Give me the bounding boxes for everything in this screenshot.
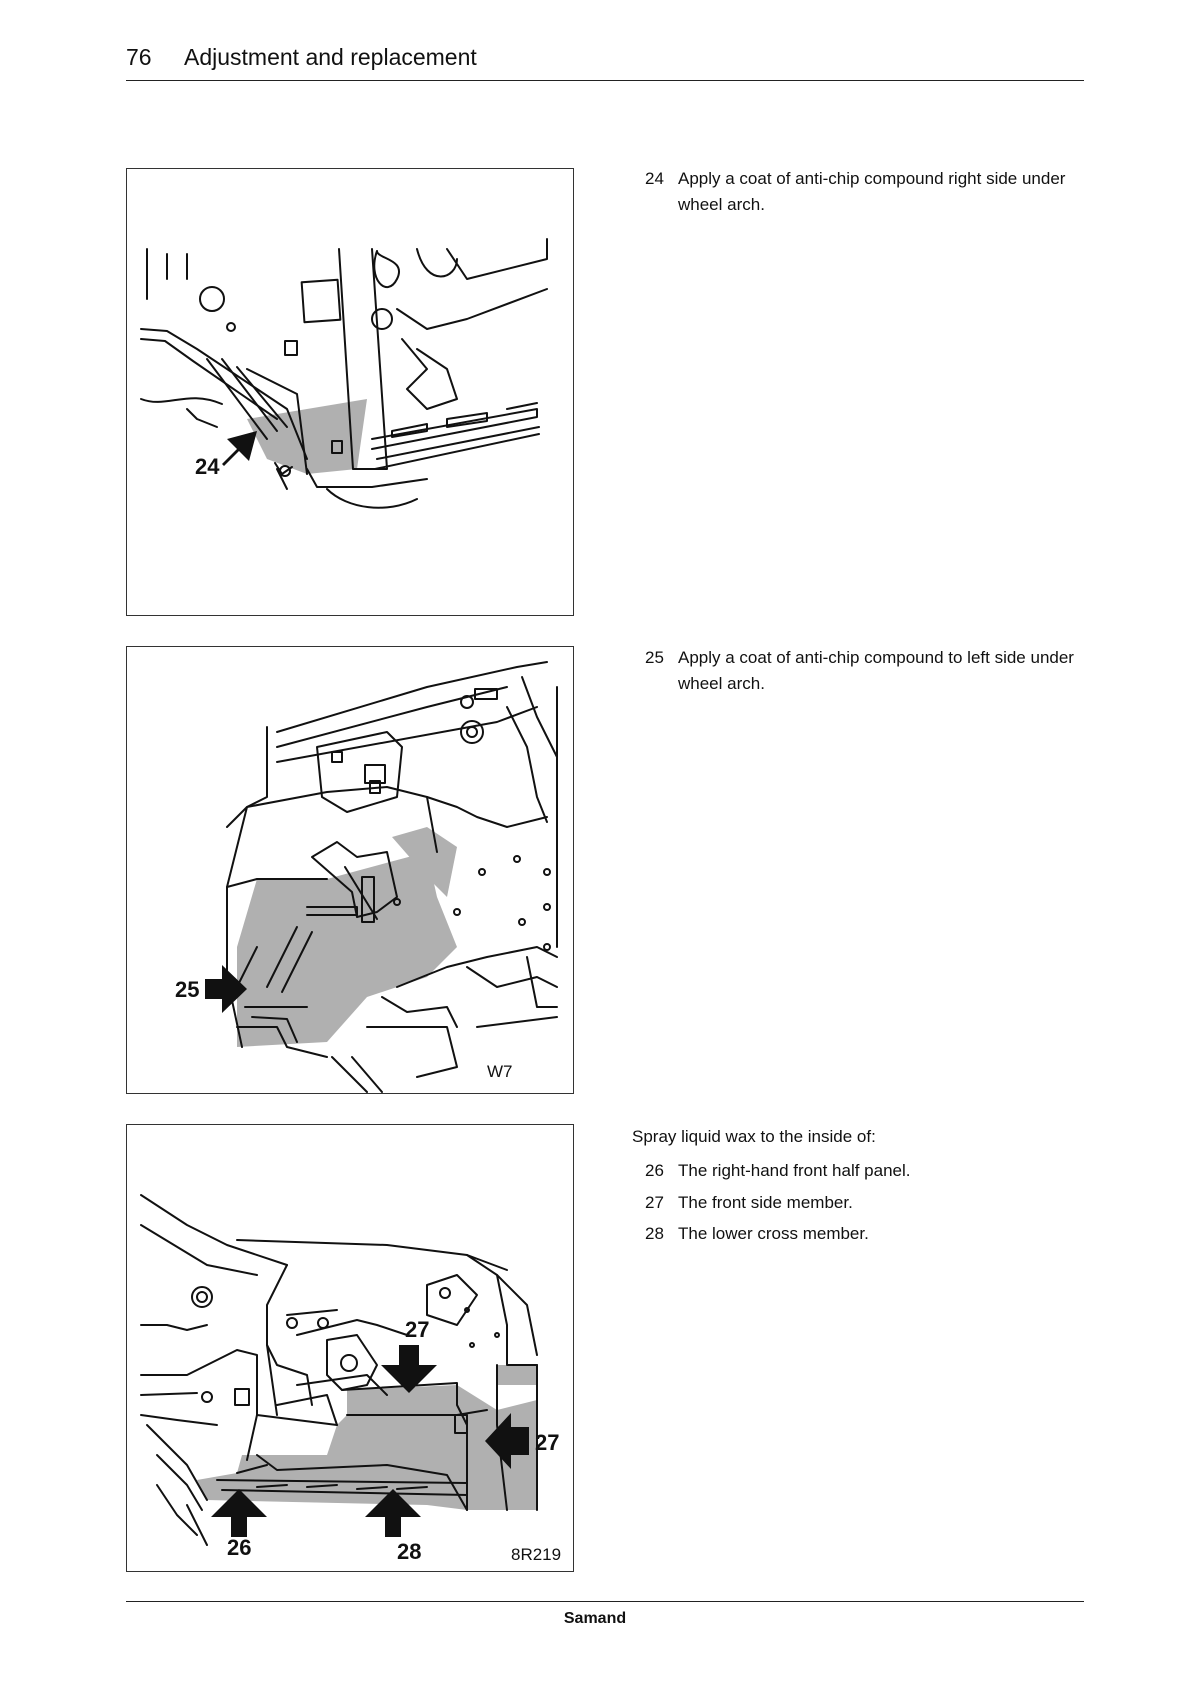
figure-code: 8R219 [511,1545,562,1564]
arrow-icon [211,1345,529,1537]
figure-left-wheel-arch: 25 W7 [126,646,574,1094]
footer-brand: Samand [563,1610,627,1627]
arrow-icon [222,431,257,466]
callout-28: 28 [397,1539,422,1564]
footer-divider [126,1601,1084,1602]
callout-26: 26 [227,1535,252,1560]
page-title: Adjustment and replacement [184,44,477,70]
callout-25: 25 [175,977,200,1002]
arrow-icon [205,965,247,1013]
callout-27-top: 27 [405,1317,430,1342]
figure-right-wheel-arch: 24 [126,168,574,616]
callout-27-right: 27 [535,1430,560,1455]
wax-intro: Spray liquid wax to the inside of: [632,1127,876,1146]
figure-code: W7 [487,1062,513,1081]
wheel-arch-left-drawing [226,661,558,1093]
callout-24: 24 [195,454,220,479]
figure-side-member: 27 27 26 28 8R219 [126,1124,574,1572]
page-number: 76 [126,44,152,70]
wheel-arch-right-drawing [140,238,548,509]
page-header: 76 Adjustment and replacement [126,44,1084,81]
front-side-member-drawing [140,1194,538,1546]
